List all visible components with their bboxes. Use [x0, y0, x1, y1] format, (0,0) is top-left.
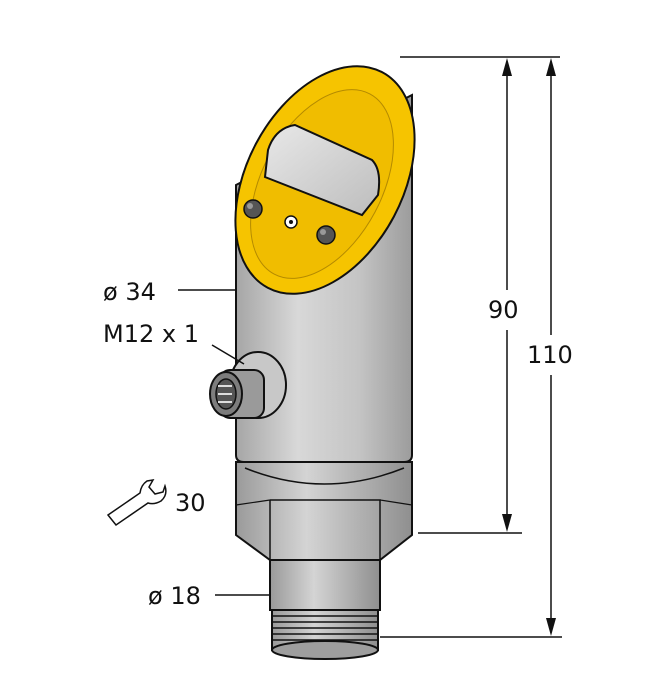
port-diameter-label: ø 18 — [148, 582, 201, 610]
connector-thread-label: M12 x 1 — [103, 320, 199, 348]
leader-lines — [178, 289, 270, 596]
thread-rings — [271, 609, 379, 660]
m12-connector — [209, 351, 287, 419]
display-head — [234, 65, 416, 295]
status-led — [284, 215, 298, 229]
housing-diameter-label: ø 34 — [103, 278, 156, 306]
display-screen — [263, 123, 381, 217]
button-right[interactable] — [316, 225, 336, 245]
dimension-lines — [380, 56, 562, 638]
hex-nut — [235, 461, 413, 561]
height-90-label: 90 — [488, 296, 519, 324]
process-connection — [269, 559, 381, 660]
height-110-label: 110 — [527, 341, 573, 369]
button-left[interactable] — [243, 199, 263, 219]
wrench-size-label: 30 — [175, 489, 206, 517]
wrench-icon — [106, 479, 167, 527]
